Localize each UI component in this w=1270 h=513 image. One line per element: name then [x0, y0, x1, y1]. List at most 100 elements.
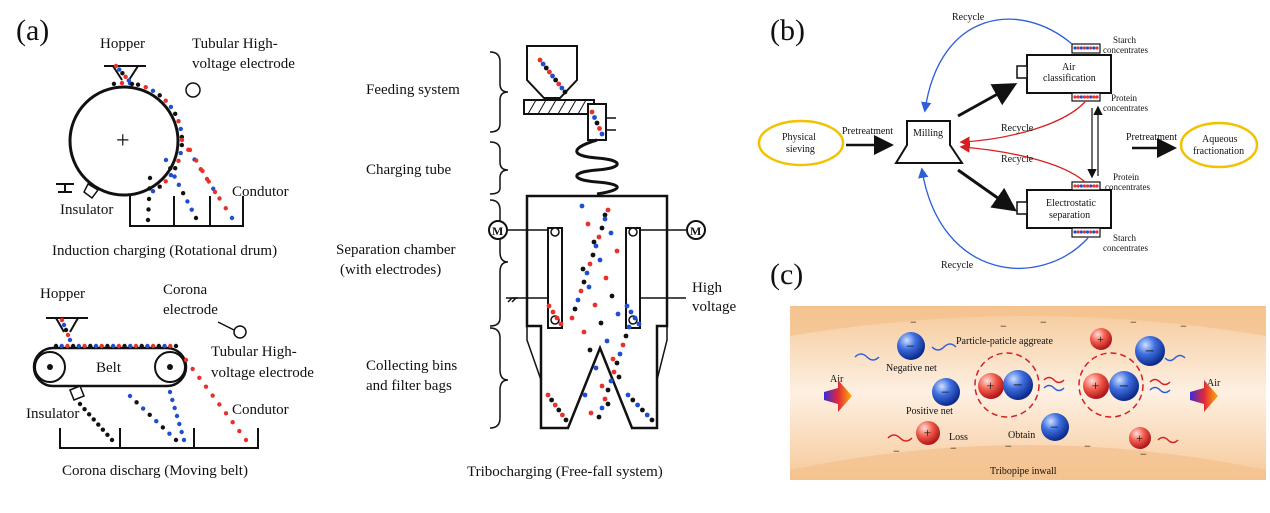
feed-hopper — [526, 45, 578, 99]
particle-dot — [206, 179, 211, 184]
drum-plus-sign: + — [116, 128, 130, 154]
particle-dot — [146, 196, 152, 202]
chamber-funnels — [526, 325, 668, 381]
particle-dot — [594, 120, 600, 126]
arrow-to-electro — [957, 168, 1017, 212]
motion-wave-1 — [854, 353, 880, 361]
panel-c-letter: (c) — [770, 258, 803, 291]
particle-dot — [582, 392, 588, 398]
positive-particle — [978, 373, 1004, 399]
separation-label-2: (with electrodes) — [340, 262, 441, 278]
particle-dot — [640, 407, 645, 413]
particle-dot — [70, 343, 76, 349]
particle-dot — [139, 343, 144, 349]
collecting-brace — [489, 327, 509, 429]
particle-dot — [185, 199, 190, 204]
particle-dot — [181, 437, 187, 443]
particle-dot — [608, 230, 614, 236]
tribo-caption: Tribocharging (Free-fall system) — [467, 464, 663, 480]
particle-dot — [611, 369, 617, 375]
particle-dot — [579, 203, 585, 209]
particle-dot — [123, 74, 128, 80]
separation-brace — [489, 199, 509, 327]
particle-dot — [1089, 95, 1093, 99]
particle-dot — [122, 343, 127, 349]
particle-dot — [243, 437, 249, 443]
motion-wave-3 — [1043, 376, 1065, 384]
particle-dot — [614, 248, 620, 254]
particle-dot — [1076, 95, 1080, 99]
recycle-mid2-label: Recycle — [1001, 154, 1034, 165]
particle-dot — [190, 366, 195, 372]
motion-wave-7 — [887, 434, 913, 442]
particle-dot — [1076, 184, 1080, 188]
wall-charge-sign: − — [893, 444, 900, 458]
right-electrode-pulley-top — [628, 227, 638, 237]
motion-wave-2 — [931, 343, 957, 351]
drum-electrode-icon — [185, 82, 201, 98]
particle-dot — [1092, 46, 1096, 50]
inwall-label: Tribopipe inwall — [990, 466, 1057, 477]
particle-dot — [113, 63, 119, 69]
electro-label-2: separation — [1049, 210, 1090, 221]
particle-dot — [1095, 184, 1099, 188]
particle-dot — [603, 275, 609, 281]
belt-brush-icon — [69, 385, 85, 401]
particle-dot — [1089, 184, 1093, 188]
particle-dot — [105, 432, 110, 438]
starch-bin-top — [1071, 43, 1101, 54]
particle-dot — [217, 196, 222, 201]
particle-dot — [1089, 230, 1093, 234]
particle-dot — [563, 417, 569, 423]
particle-dot — [127, 393, 133, 399]
particle-dot — [120, 71, 125, 76]
starch-bin-bottom — [1071, 227, 1101, 238]
wall-charge-sign: − — [950, 441, 957, 455]
obtain-label: Obtain — [1008, 430, 1035, 441]
particle-dot — [145, 217, 151, 223]
particle-dot — [163, 179, 168, 184]
drum-apparatus: Hopper Tubular High- voltage electrode +… — [52, 36, 295, 259]
pipe-particles: −−+−+−+−+−+−−−−−−−−−− — [893, 315, 1187, 461]
particle-dot — [1092, 184, 1096, 188]
particle-dot — [636, 321, 642, 327]
particle-dot — [589, 109, 595, 115]
recycle-mid1-label: Recycle — [1001, 123, 1034, 134]
particle-dot — [143, 85, 148, 90]
particle-dot — [578, 288, 584, 294]
particle-dot — [575, 297, 581, 303]
particle-dot — [581, 329, 587, 335]
corona-label-2: electrode — [163, 302, 218, 318]
panel-a: (a) Hopper Tubular High- voltage electro… — [16, 14, 736, 480]
particle-dot — [546, 69, 552, 75]
particle-dot — [237, 428, 242, 434]
particle-dot — [630, 397, 636, 403]
particle-dot — [620, 342, 626, 348]
particle-dot — [163, 157, 169, 163]
rotational-drum — [68, 85, 180, 197]
particle-dot — [616, 374, 622, 380]
air-label-2: classification — [1043, 73, 1096, 84]
milling-label: Milling — [913, 128, 943, 139]
particle-dot — [147, 186, 152, 191]
particle-dot — [623, 333, 629, 339]
panel-b-letter: (b) — [770, 14, 805, 47]
particle-dot — [602, 216, 608, 222]
plus-sign: + — [986, 380, 994, 395]
particle-dot — [176, 118, 181, 124]
drum-insulator-label: Insulator — [60, 202, 113, 218]
particle-dot — [549, 397, 554, 403]
left-motor-label: M — [492, 224, 503, 238]
particle-dot — [150, 343, 156, 349]
particle-dot — [86, 412, 92, 417]
plus-sign: + — [1136, 431, 1143, 445]
feed-screw-threads — [527, 99, 587, 115]
particle-dot — [160, 425, 166, 430]
particle-dot — [200, 168, 205, 174]
particle-dot — [596, 414, 602, 420]
belt-label: Belt — [96, 360, 122, 376]
corona-electrode-wire — [217, 321, 235, 331]
particle-dot — [168, 104, 174, 110]
drum-particles — [111, 63, 235, 223]
